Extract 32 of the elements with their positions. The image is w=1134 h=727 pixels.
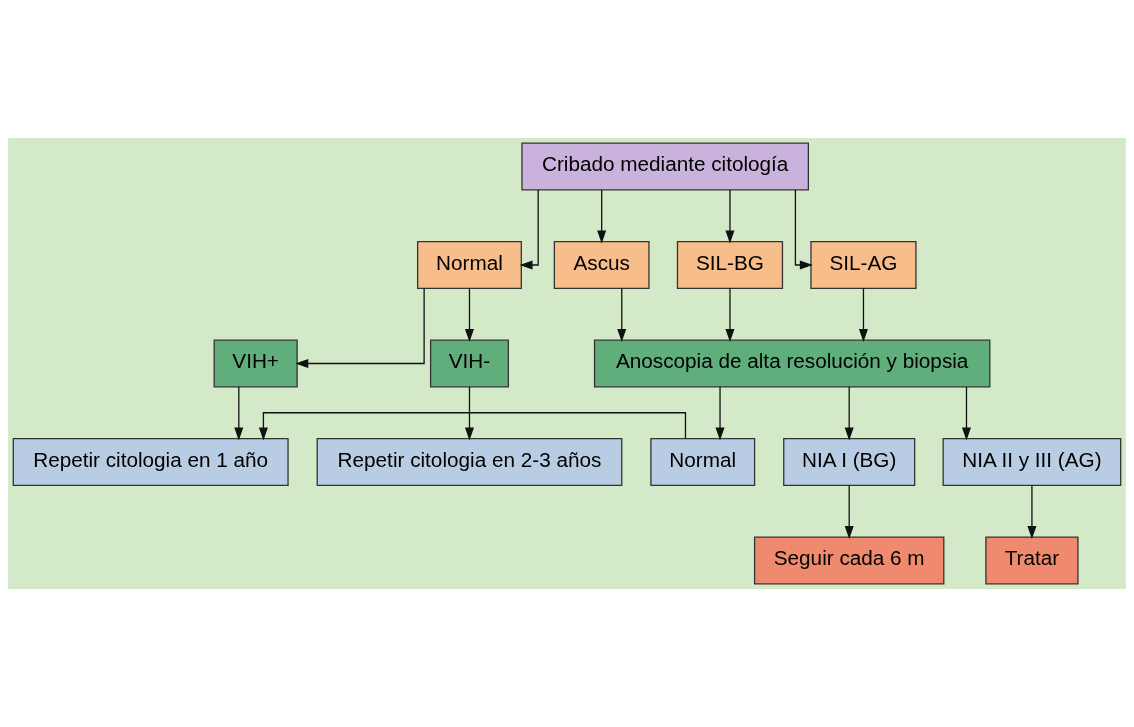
arrow <box>858 287 868 342</box>
arrow <box>725 189 735 244</box>
arrow <box>464 287 475 342</box>
arrow <box>519 189 539 270</box>
arrow <box>794 189 813 270</box>
arrow <box>258 412 687 441</box>
arrow <box>715 386 725 441</box>
node-box: Normal <box>417 241 522 289</box>
node-box: Anoscopia de alta resolución y biopsia <box>593 339 991 388</box>
node-box: SIL-BG <box>676 241 784 289</box>
node-box: Seguir cada 6 m <box>753 536 945 585</box>
node-box: Repetir citologia en 2-3 años <box>316 438 623 486</box>
arrow <box>464 386 475 441</box>
node-box: SIL-AG <box>810 241 917 289</box>
arrow <box>725 287 735 342</box>
node-box: Normal <box>650 438 756 486</box>
node-box: Ascus <box>553 241 650 289</box>
node-box: Cribado mediante citología <box>521 142 810 191</box>
node-box: Repetir citologia en 1 año <box>12 438 289 486</box>
arrow <box>617 287 627 342</box>
arrow <box>234 386 244 441</box>
arrow <box>844 484 854 539</box>
node-box: NIA II y III (AG) <box>942 438 1122 486</box>
arrow <box>961 386 972 441</box>
arrow <box>844 386 854 441</box>
node-box: NIA I (BG) <box>783 438 916 486</box>
arrow <box>1027 484 1037 539</box>
arrow <box>597 189 607 244</box>
node-box: VIH- <box>429 339 509 388</box>
arrow <box>295 287 425 369</box>
node-box: VIH+ <box>213 339 298 388</box>
node-box: Tratar <box>985 536 1079 585</box>
